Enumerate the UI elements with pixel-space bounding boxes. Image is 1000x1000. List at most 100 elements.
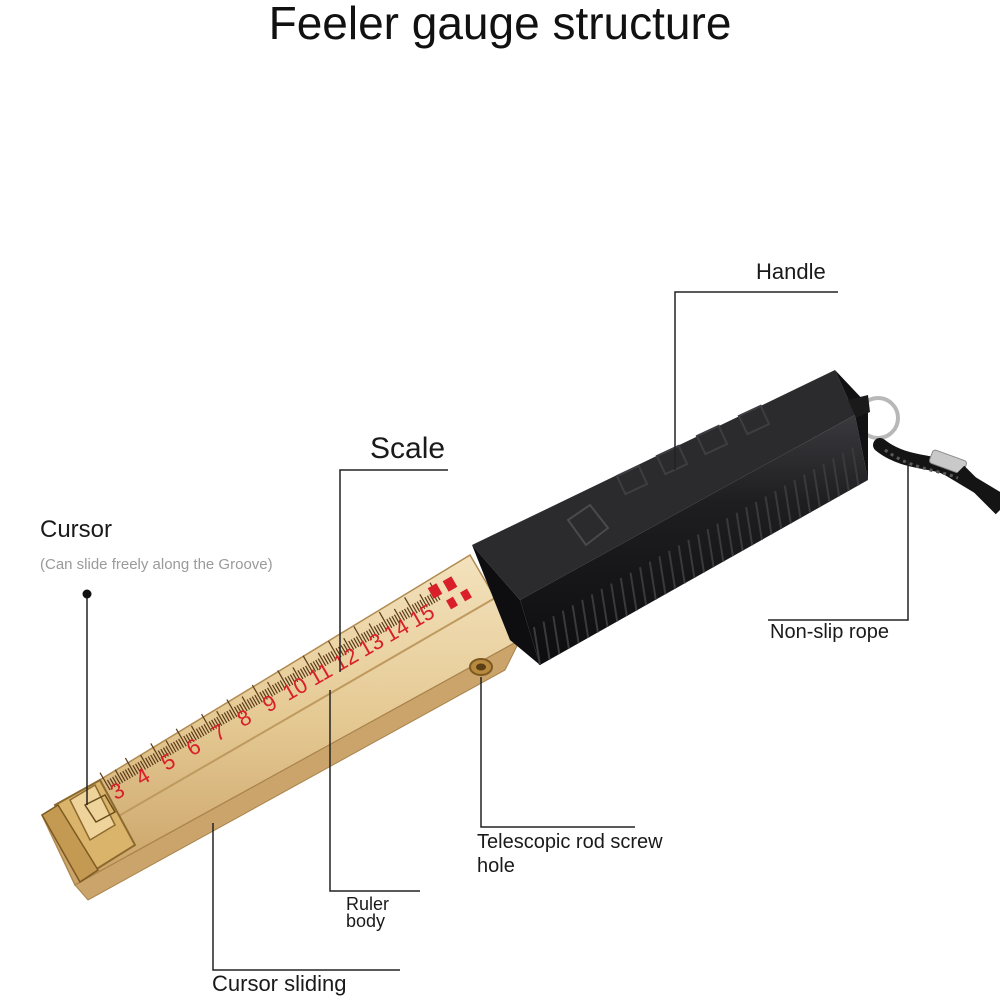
label-cursor: Cursor	[40, 516, 113, 543]
handle-ridge	[745, 507, 754, 546]
handle-ridge	[793, 479, 802, 519]
handle-ridge	[832, 458, 841, 497]
handle-ridge	[841, 452, 850, 492]
ruler-tick	[132, 764, 139, 775]
non-slip-rope	[856, 396, 1000, 515]
ruler-tick	[353, 637, 360, 648]
ruler-tick	[274, 683, 281, 693]
ruler-tick	[343, 637, 352, 652]
ruler-tick	[419, 599, 426, 610]
ruler-tick	[419, 594, 428, 608]
ruler-tick	[266, 687, 274, 697]
handle-ridge	[764, 496, 773, 535]
ruler-tick	[259, 691, 266, 702]
handle-ridge	[822, 463, 831, 502]
ruler-tick	[315, 659, 322, 669]
ruler-tick	[411, 604, 418, 614]
ruler-tick	[391, 615, 398, 626]
ruler-tick	[114, 775, 121, 785]
ruler-tick	[211, 719, 218, 729]
ruler-tick	[406, 607, 413, 617]
handle-ridge	[658, 556, 667, 595]
ruler-tick	[325, 653, 332, 664]
handle-ridge	[706, 528, 715, 568]
ruler-tick	[284, 677, 291, 687]
handle-ridge	[803, 474, 812, 513]
ruler-tick	[424, 596, 431, 607]
ruler-tick	[302, 667, 309, 677]
label-scale: Scale	[370, 432, 446, 465]
ruler-tick	[175, 740, 182, 750]
ruler-tick	[302, 655, 314, 674]
handle-ridge	[571, 605, 580, 644]
ruler-tick	[277, 681, 284, 691]
ruler-tick	[200, 725, 208, 735]
ruler-tick	[119, 772, 126, 782]
ruler-tick	[208, 721, 215, 731]
ruler-tick	[279, 680, 286, 690]
ruler-tick	[277, 670, 289, 689]
ruler-tick	[165, 740, 175, 754]
ruler-tick	[264, 688, 271, 699]
ruler-tick	[266, 681, 276, 696]
handle-ridge	[552, 615, 561, 655]
ruler-tick	[137, 762, 144, 772]
ruler-tick	[393, 614, 400, 624]
ruler-tick	[236, 705, 243, 715]
ruler-tick	[310, 662, 317, 672]
ruler-tick	[238, 703, 246, 713]
ruler-tick	[150, 754, 157, 764]
leader-lines	[86, 291, 909, 971]
label-screw-hole: Telescopic rod screw hole	[477, 831, 663, 877]
label-ruler-body: Ruler body	[346, 894, 390, 931]
screw-hole-icon	[469, 658, 493, 676]
ruler-tick-marks	[99, 582, 441, 791]
cursor-pointer-dot	[82, 589, 92, 599]
ruler-tick	[216, 710, 225, 725]
ruler-tick	[373, 626, 380, 636]
ruler-tick	[198, 726, 205, 737]
ruler-tick	[228, 709, 235, 719]
ruler-tick	[416, 601, 423, 611]
handle-ridge	[716, 523, 725, 562]
ruler-tick	[201, 713, 213, 732]
ruler-tick	[429, 593, 436, 604]
ruler-tick	[393, 608, 403, 623]
ruler-tick	[106, 779, 114, 789]
ruler-tick	[223, 712, 230, 722]
ruler-tick	[376, 624, 383, 634]
ruler-tick	[403, 608, 411, 618]
ruler-tick	[381, 621, 388, 631]
ruler-tick	[246, 699, 253, 709]
ruler-tick	[426, 595, 433, 605]
handle-ridge	[561, 610, 570, 649]
ruler-tick	[213, 718, 220, 728]
ruler-tick	[414, 602, 421, 612]
ruler-tick	[363, 631, 370, 642]
ruler-tick	[401, 610, 408, 620]
handle-ridge	[639, 566, 648, 606]
ruler-tick	[226, 710, 233, 721]
ruler-tick	[172, 741, 180, 751]
ruler-tick	[139, 760, 147, 770]
handle-ridge	[812, 469, 821, 508]
handle-ridge	[677, 545, 686, 584]
ruler-tick	[348, 640, 355, 650]
label-handle: Handle	[756, 259, 826, 284]
ruler-tick	[190, 725, 200, 740]
ruler-tick	[226, 699, 238, 718]
ruler-tick	[241, 702, 248, 712]
handle-ridge	[610, 583, 619, 622]
ruler-tick	[221, 713, 228, 724]
ruler-tick	[340, 645, 347, 655]
ruler-tick	[353, 626, 365, 645]
ruler-tick	[350, 639, 357, 649]
ruler-tick	[99, 772, 111, 791]
label-cursor-note: (Can slide freely along the Groove)	[40, 556, 273, 573]
ruler-tick	[368, 629, 375, 639]
ruler-tick	[317, 658, 324, 668]
ruler-tick	[261, 690, 268, 700]
ruler-tick	[185, 734, 192, 744]
handle-ridge	[783, 485, 792, 524]
